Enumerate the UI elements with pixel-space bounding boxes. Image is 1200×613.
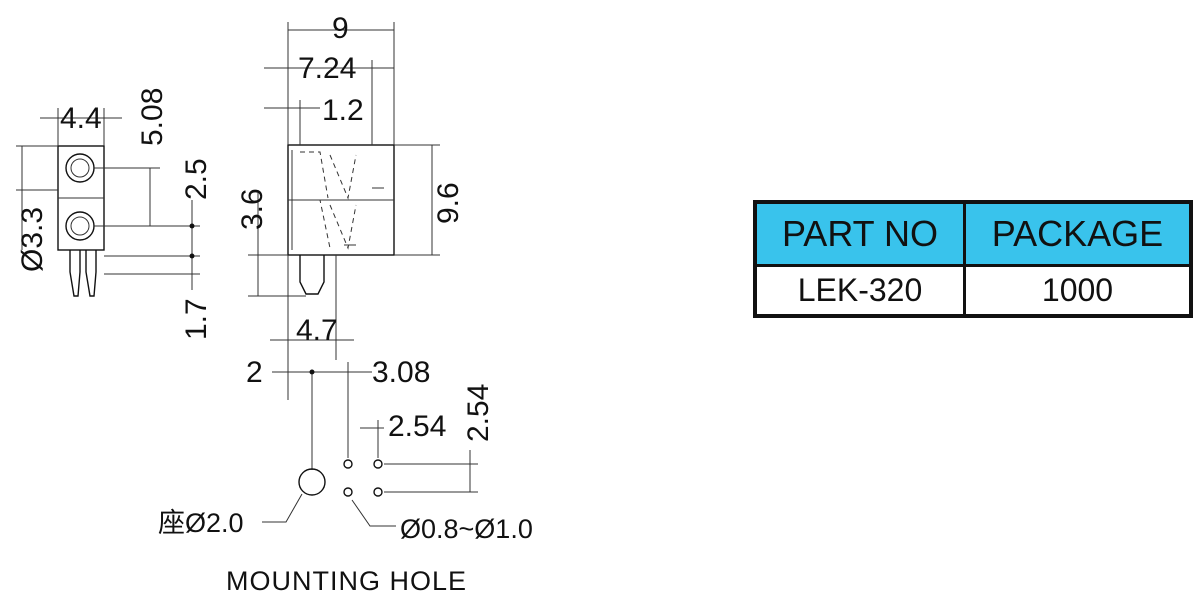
header-part-no: PART NO [753,200,966,267]
dim-front-offset: 1.2 [322,94,364,127]
dim-body-depth: 7.24 [298,52,356,85]
dim-led-height: 3.6 [236,188,269,230]
dim-overall-height: 9.6 [432,182,465,224]
dim-pin-length: 1.7 [180,298,213,340]
dim-side-width: 4.4 [60,102,102,135]
side-view [16,108,200,297]
dim-mount-offset-right: 3.08 [372,356,430,389]
label-pin-hole: Ø0.8~Ø1.0 [400,514,533,544]
header-package: PACKAGE [963,200,1193,267]
dim-led-offset: 2.5 [180,158,213,200]
cell-package: 1000 [963,264,1193,318]
dim-hole-diameter: Ø3.3 [16,207,49,272]
cell-part-no: LEK-320 [753,264,966,318]
part-table: PART NO PACKAGE LEK-320 1000 [753,200,1193,318]
table-header-row: PART NO PACKAGE [753,200,1193,267]
table-row: LEK-320 1000 [753,264,1193,318]
dim-peg-offset: 4.7 [296,314,338,347]
dim-side-pitch: 5.08 [136,88,169,146]
mounting-hole-pattern [262,360,478,527]
dim-pin-pitch-v: 2.54 [462,384,495,442]
dim-overall-width: 9 [332,12,349,45]
dim-mount-offset-left: 2 [246,356,263,389]
dim-pin-pitch-h: 2.54 [388,410,446,443]
front-view [248,22,440,360]
caption-mounting-hole: MOUNTING HOLE [226,566,467,596]
label-seat-hole: 座Ø2.0 [158,508,244,538]
